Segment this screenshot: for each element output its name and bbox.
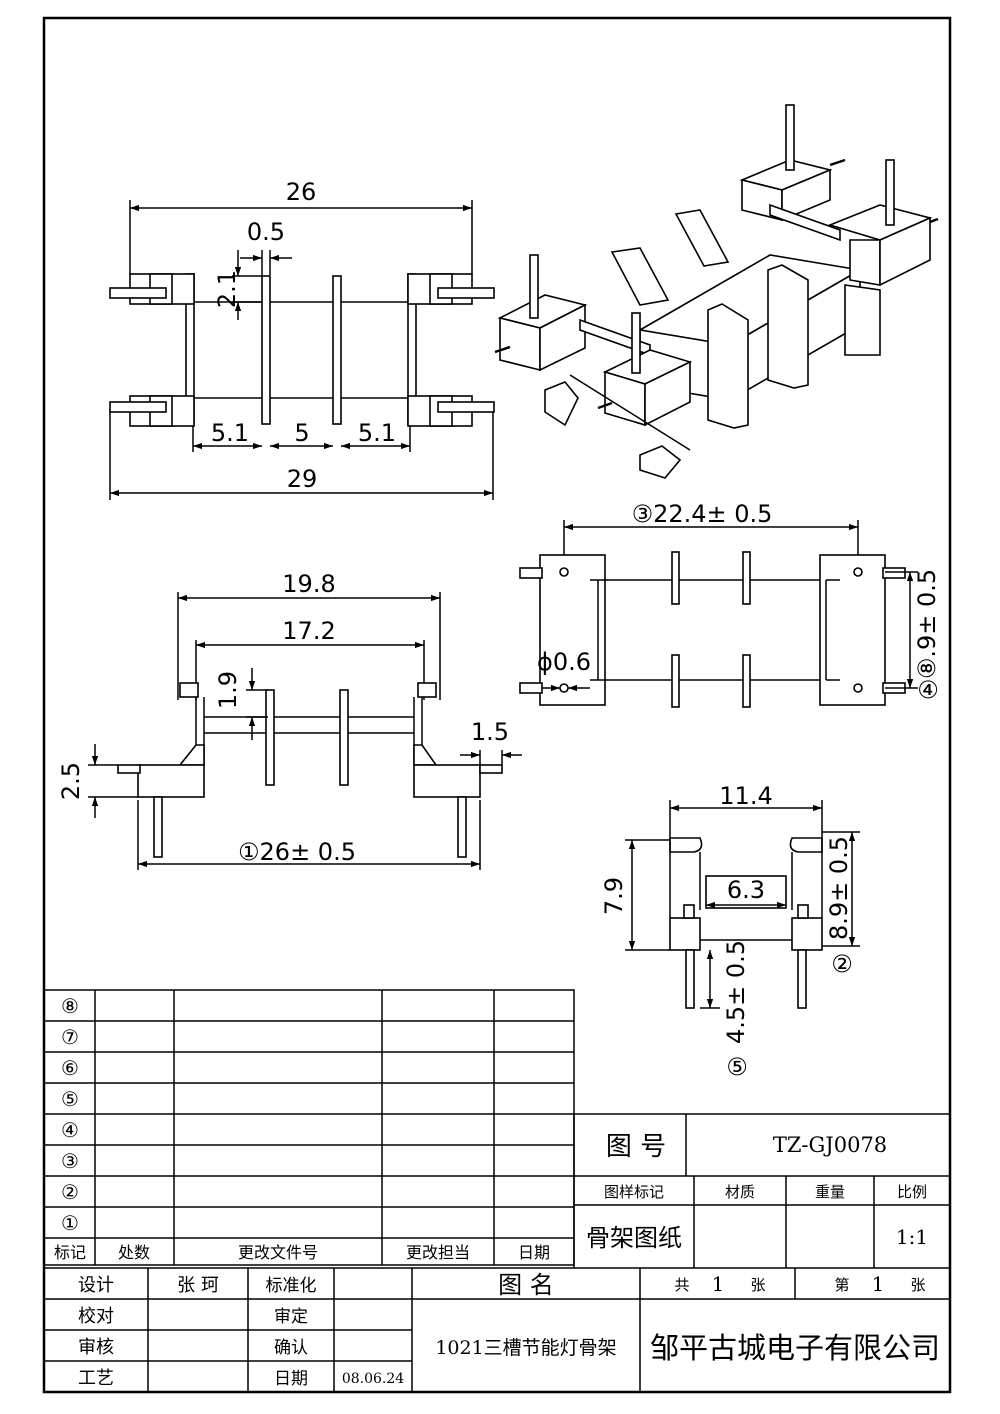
dim-pin-row: 8.9± 0.5: [825, 836, 853, 940]
sheet-total-post: 张: [750, 1276, 765, 1294]
dim-pin-len: 4.5± 0.5: [722, 940, 750, 1044]
scale-value: 1:1: [896, 1225, 928, 1249]
rev-mark-7: ⑦: [61, 1025, 79, 1049]
revision-table: ⑧ ⑦ ⑥ ⑤ ④ ③ ② ① 标记 处数 更改文件号 更改担当 日期: [43, 989, 575, 1266]
flange-1: [261, 275, 271, 425]
dim-base-h: 2.5: [57, 762, 85, 800]
sheet-no-pre: 第: [834, 1276, 849, 1294]
dim-total: 29: [287, 465, 318, 493]
designer-name: 张 珂: [177, 1275, 219, 1296]
drawing-date: 08.06.24: [342, 1371, 404, 1387]
dim-slot-left: 5.1: [211, 419, 249, 447]
dim-slot-right: 5.1: [358, 419, 396, 447]
dim-outer: 19.8: [282, 570, 335, 598]
rev-mark-8: ⑧: [61, 994, 79, 1018]
dim-row: ⑧.9± 0.5: [913, 569, 941, 679]
role-standard: 标准化: [266, 1276, 317, 1296]
rev-header-count: 处数: [118, 1243, 150, 1262]
dim-slot-mid: 5: [294, 419, 309, 447]
dim-width: 11.4: [719, 782, 772, 810]
rev-mark-5: ⑤: [61, 1087, 79, 1111]
rev-mark-6: ⑥: [61, 1056, 79, 1080]
drawing-type: 骨架图纸: [586, 1224, 682, 1252]
col-header-weight: 重量: [815, 1183, 845, 1201]
bottom-view: ③22.4± 0.5 ϕ0.6 ⑧.9± 0.5 ④: [519, 500, 941, 708]
side-view: 11.4 6.3 7.9 8.9± 0.5 ② 4.5± 0.5 ⑤: [600, 782, 860, 1081]
dim-flange: 0.5: [247, 218, 285, 246]
drawing-no-label: 图 号: [606, 1132, 666, 1162]
part-name: 1021三槽节能灯骨架: [435, 1337, 616, 1359]
role-review: 审核: [78, 1337, 114, 1358]
isometric-view: [494, 104, 939, 479]
role-design: 设计: [78, 1275, 114, 1296]
title-block: 图 号 TZ-GJ0078 图样标记 材质 重量 比例 骨架图纸 1:1 设计 …: [44, 1113, 950, 1392]
role-approve: 审定: [274, 1307, 308, 1327]
drawing-no: TZ-GJ0078: [773, 1133, 887, 1157]
sheet-border: [42, 16, 952, 1394]
sheet-no-post: 张: [910, 1276, 925, 1294]
role-process: 工艺: [78, 1368, 114, 1389]
dim-inner-w: 6.3: [727, 876, 765, 904]
col-header-scale: 比例: [897, 1183, 927, 1201]
dim-row-note: ④: [917, 676, 939, 704]
front-view: 19.8 17.2 1.9 1.5: [57, 570, 522, 870]
dim-length: ①26± 0.5: [238, 838, 356, 866]
dim-height: 7.9: [600, 877, 628, 915]
role-check: 校对: [78, 1306, 114, 1327]
role-date: 日期: [274, 1369, 308, 1389]
rev-header-mark: 标记: [54, 1243, 86, 1262]
top-view: 26 0.5 2.1: [109, 178, 495, 500]
sheet-total-pre: 共: [674, 1276, 689, 1294]
dim-pin-w: 1.5: [471, 718, 509, 746]
rev-mark-1: ①: [61, 1211, 79, 1235]
dim-overall: 26: [286, 178, 317, 206]
rev-mark-3: ③: [61, 1149, 79, 1173]
rev-header-file: 更改文件号: [238, 1243, 318, 1262]
dim-pitch: ③22.4± 0.5: [632, 500, 773, 528]
rev-mark-2: ②: [61, 1180, 79, 1204]
company-name: 邹平古城电子有限公司: [650, 1331, 940, 1365]
sheet-no: 1: [872, 1272, 885, 1296]
rev-header-owner: 更改担当: [406, 1243, 470, 1262]
name-label: 图 名: [498, 1271, 554, 1299]
dim-hole: ϕ0.6: [537, 648, 591, 676]
dim-pin-len-note: ⑤: [726, 1053, 748, 1081]
flange-2: [332, 275, 342, 425]
dim-inner: 17.2: [282, 617, 335, 645]
col-header-mark: 图样标记: [604, 1183, 664, 1201]
sheet-total: 1: [712, 1272, 725, 1296]
rev-header-date: 日期: [518, 1243, 550, 1262]
dim-flange-h: 1.9: [214, 671, 242, 709]
dim-pin-row-note: ②: [831, 950, 853, 978]
role-confirm: 确认: [274, 1338, 308, 1358]
col-header-material: 材质: [725, 1183, 755, 1201]
rev-mark-4: ④: [61, 1118, 79, 1142]
